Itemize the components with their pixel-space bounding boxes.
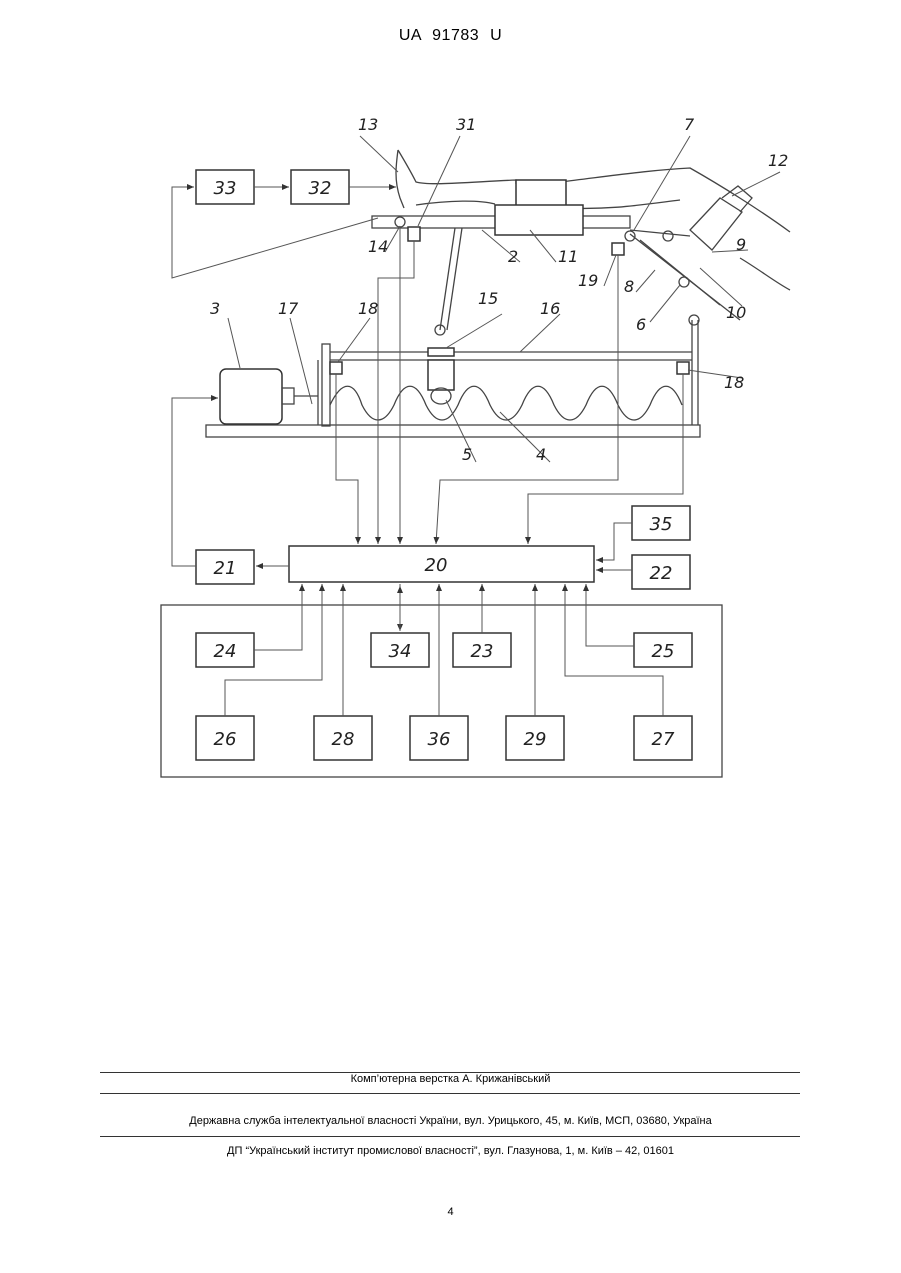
- label-19: 19: [578, 271, 598, 290]
- label-11: 11: [558, 247, 578, 266]
- block-36: 36: [428, 729, 451, 750]
- label-31: 31: [456, 115, 476, 134]
- block-24: 24: [214, 641, 237, 662]
- footer-rule-middle: [100, 1093, 800, 1094]
- block-21: 21: [214, 558, 237, 579]
- patent-drawing: 13 31 7 12 14 2 11 9 19 8 6 10 15 16 3 1…: [0, 0, 901, 900]
- block-32: 32: [309, 178, 332, 199]
- label-7: 7: [684, 115, 695, 134]
- label-2: 2: [508, 247, 518, 266]
- label-18-right: 18: [724, 373, 744, 392]
- block-35: 35: [650, 514, 673, 535]
- control-blocks: 33 32 20 21 35 22 24 34 23 25 26 28 36 2…: [161, 170, 722, 777]
- block-29: 29: [524, 729, 547, 750]
- label-4: 4: [536, 445, 546, 464]
- page-number: 4: [0, 1206, 901, 1218]
- label-16: 16: [540, 299, 560, 318]
- label-15: 15: [478, 289, 498, 308]
- label-8: 8: [624, 277, 634, 296]
- label-17: 17: [278, 299, 299, 318]
- footer-institute-address: ДП “Український інститут промислової вла…: [0, 1145, 901, 1157]
- footer-ip-service-address: Державна служба інтелектуальної власност…: [0, 1115, 901, 1127]
- block-27: 27: [652, 729, 675, 750]
- block-33: 33: [214, 178, 237, 199]
- block-26: 26: [214, 729, 237, 750]
- label-12: 12: [768, 151, 788, 170]
- block-22: 22: [650, 563, 673, 584]
- label-9: 9: [736, 235, 746, 254]
- label-6: 6: [636, 315, 646, 334]
- footer-layout-credit: Комп’ютерна верстка А. Крижанівський: [0, 1073, 901, 1085]
- label-10: 10: [726, 303, 746, 322]
- drive-mechanism: [206, 320, 700, 437]
- block-25: 25: [652, 641, 675, 662]
- block-20: 20: [425, 555, 448, 576]
- block-23: 23: [471, 641, 494, 662]
- label-14: 14: [368, 237, 388, 256]
- footer-rule-bottom: [100, 1136, 800, 1137]
- leg-outline: [396, 150, 790, 290]
- label-5: 5: [462, 445, 472, 464]
- label-18-left: 18: [358, 299, 378, 318]
- label-3: 3: [210, 299, 220, 318]
- label-13: 13: [358, 115, 378, 134]
- block-28: 28: [332, 729, 355, 750]
- block-34: 34: [389, 641, 412, 662]
